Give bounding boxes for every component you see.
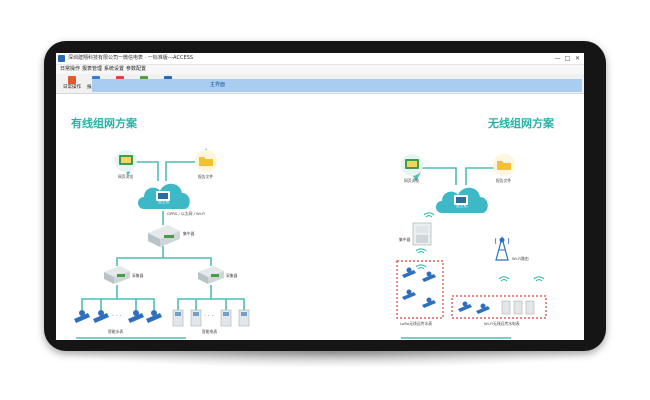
concentrator-device-right xyxy=(412,222,432,246)
wifi-dashed-box xyxy=(451,295,547,319)
link-to-meters xyxy=(177,285,245,310)
concentrator-label-right: 集中器 xyxy=(399,237,411,242)
menu-bar: 日常操作 报表管理 系统设置 参数配置 xyxy=(56,65,584,74)
menu-reports[interactable]: 报表管理 xyxy=(82,66,103,72)
concentrator-device xyxy=(148,225,180,247)
cloud-icon-right xyxy=(436,187,488,213)
link-to-collector-a xyxy=(116,246,164,266)
wired-scheme xyxy=(81,148,245,310)
wired-scheme-heading: 有线组网方案 xyxy=(71,117,137,130)
app-window: 深圳建翔科技有限公司一微信电表 · 一标准版---ACCESS — □ ✕ 日常… xyxy=(56,53,584,340)
collector-a-label: 采集器 xyxy=(132,273,144,278)
collector-device-a xyxy=(104,266,130,284)
arrow-to-browser-right xyxy=(411,167,457,185)
app-icon xyxy=(58,55,65,62)
main-tab-label[interactable]: 主界面 xyxy=(210,82,226,88)
valves-label: 智能水表 xyxy=(108,329,124,334)
folder-icon-right xyxy=(493,154,515,176)
wifi-icons xyxy=(415,212,545,282)
link-to-valves xyxy=(81,285,155,310)
menu-params[interactable]: 参数配置 xyxy=(126,66,147,72)
concentrator-label: 集中器 xyxy=(183,231,195,236)
file-label: 报告文件 xyxy=(198,174,214,179)
folder-icon xyxy=(195,150,217,172)
lora-meter-icons xyxy=(402,267,436,308)
browser-icon-right xyxy=(401,154,423,176)
file-label-right: 报告文件 xyxy=(496,178,512,183)
wireless-scheme-heading: 无线组网方案 xyxy=(488,117,554,130)
window-title: 深圳建翔科技有限公司一微信电表 · 一标准版---ACCESS xyxy=(68,55,194,61)
toolbar-daily-label: 日常操作 xyxy=(63,85,81,90)
monitor-icon xyxy=(68,76,76,84)
wifi-meter-icons xyxy=(458,300,535,315)
valve-ellipsis: · · · xyxy=(112,313,122,320)
link-type-label: GPRS / 以太网 / Wi-Fi xyxy=(167,211,206,216)
wifi-meters-label: Wi-Fi无线远传水电表 xyxy=(484,321,520,326)
wireless-scheme xyxy=(411,154,509,185)
cloud-label-right: 云主机 xyxy=(456,203,468,208)
minimize-button[interactable]: — xyxy=(554,55,561,62)
router-tower-icon xyxy=(494,235,510,261)
link-to-collector-b xyxy=(163,257,212,266)
cloud-icon xyxy=(138,183,190,209)
main-tab-strip: 主界面 xyxy=(92,79,582,92)
browser-label: 网页浏览 xyxy=(118,174,134,179)
meters-label: 智能电表 xyxy=(202,329,218,334)
close-button[interactable]: ✕ xyxy=(574,55,581,62)
valve-icons xyxy=(74,310,162,323)
maximize-button[interactable]: □ xyxy=(564,55,571,62)
menu-daily[interactable]: 日常操作 xyxy=(60,66,81,72)
lora-meters-label: LoRa无线远传水表 xyxy=(400,321,433,326)
title-bar: 深圳建翔科技有限公司一微信电表 · 一标准版---ACCESS — □ ✕ xyxy=(56,53,584,65)
collector-device-b xyxy=(198,266,224,284)
browser-icon xyxy=(115,150,137,172)
network-diagram xyxy=(74,148,547,339)
menu-system[interactable]: 系统设置 xyxy=(104,66,125,72)
collector-b-label: 采集器 xyxy=(226,273,238,278)
toolbar-daily-button[interactable]: 日常操作 xyxy=(60,76,84,92)
router-label: Wi-Fi路由 xyxy=(512,256,529,261)
meter-ellipsis: · · · xyxy=(204,313,214,320)
browser-label-right: 网页浏览 xyxy=(404,178,420,183)
lora-dashed-box xyxy=(396,260,444,319)
meter-icons xyxy=(172,309,250,327)
cloud-label: 云主机 xyxy=(158,199,170,204)
